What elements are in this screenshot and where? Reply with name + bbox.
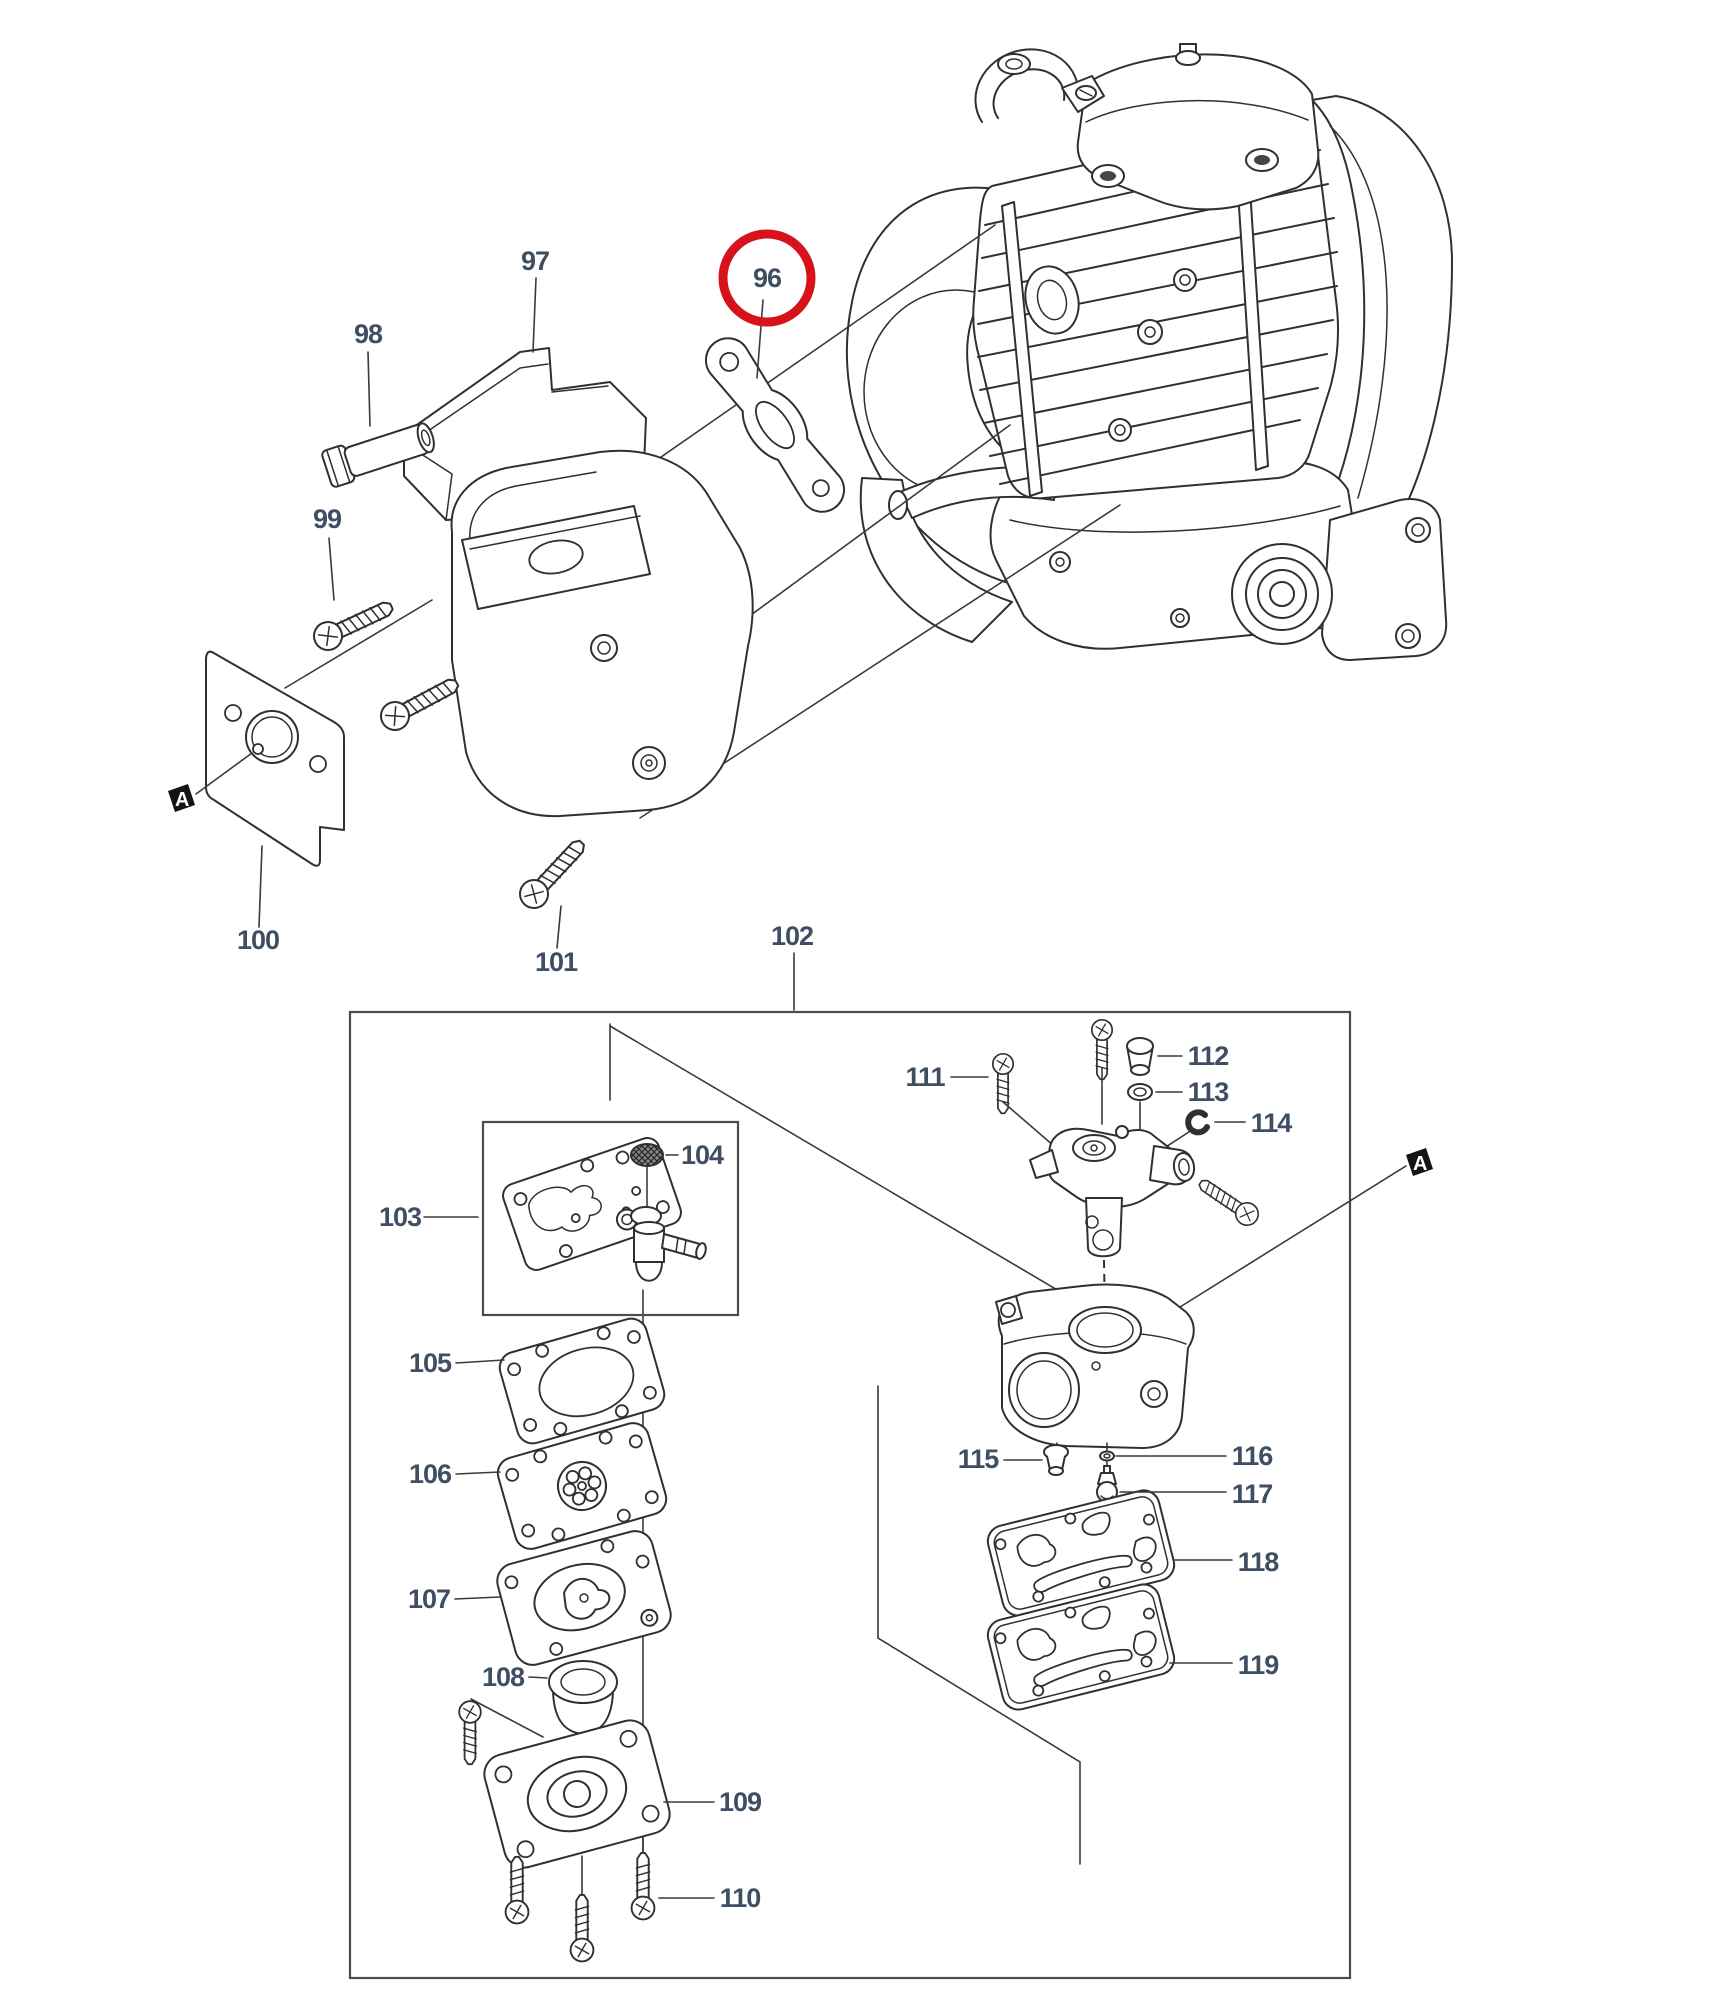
part-103-pump-body xyxy=(502,1137,707,1282)
screw-throttle-side xyxy=(1193,1172,1264,1231)
part-115-plug xyxy=(1043,1444,1069,1476)
detail-marker-a-left-label: A xyxy=(175,789,189,811)
throttle-shaft-assembly xyxy=(1029,1125,1196,1258)
part-112-cap xyxy=(1126,1037,1154,1076)
part-label-98: 98 xyxy=(354,319,383,349)
part-label-111: 111 xyxy=(905,1062,945,1092)
part-label-114: 114 xyxy=(1251,1108,1293,1138)
part-label-108: 108 xyxy=(482,1662,525,1692)
part-label-116: 116 xyxy=(1232,1441,1274,1471)
detail-marker-a-right-label: A xyxy=(1413,1153,1427,1175)
detail-marker-a-right: A xyxy=(1406,1148,1433,1176)
engine-assembly xyxy=(845,43,1453,661)
part-110-screw xyxy=(630,1851,656,1921)
part-label-118: 118 xyxy=(1238,1547,1280,1577)
part-label-105: 105 xyxy=(409,1348,452,1378)
part-109-cover-plate xyxy=(483,1719,671,1869)
part-label-106: 106 xyxy=(409,1459,452,1489)
highlight-circle-96 xyxy=(718,229,816,327)
carburetor-body xyxy=(995,1283,1195,1449)
pump-body-box xyxy=(481,1120,740,1317)
leader-96 xyxy=(756,299,764,379)
part-label-115: 115 xyxy=(958,1444,1000,1474)
part-label-103: 103 xyxy=(379,1202,422,1232)
part-label-107: 107 xyxy=(408,1584,450,1614)
part-111-screw xyxy=(991,1052,1015,1115)
part-label-117: 117 xyxy=(1232,1479,1273,1509)
assembly-leader-lines-bottom xyxy=(609,1023,1407,1865)
part-label-104: 104 xyxy=(681,1140,724,1170)
leader-100 xyxy=(258,845,263,928)
part-105-gasket xyxy=(498,1317,666,1445)
carburetor-group-box xyxy=(348,1010,1352,1980)
part-muffler-cover xyxy=(450,449,754,818)
leader-101 xyxy=(556,905,562,949)
part-104-screen xyxy=(630,1143,664,1167)
part-label-101: 101 xyxy=(535,947,578,977)
leader-99 xyxy=(328,537,335,601)
part-label-110: 110 xyxy=(720,1883,761,1913)
part-116-ring xyxy=(1099,1450,1115,1462)
part-label-100: 100 xyxy=(237,925,279,955)
part-98-bushing xyxy=(321,422,435,488)
part-114-e-ring xyxy=(1185,1109,1210,1136)
part-label-113: 113 xyxy=(1188,1077,1230,1107)
part-label-99: 99 xyxy=(313,504,342,534)
part-106-diaphragm xyxy=(496,1422,668,1550)
part-label-119: 119 xyxy=(1238,1650,1280,1680)
screw-109-b xyxy=(569,1893,595,1963)
bottom-labels: 103 104 105 106 107 108 109 110 111 112 … xyxy=(379,1041,1293,1913)
part-99-screw-a xyxy=(308,592,399,656)
part-label-96: 96 xyxy=(753,263,782,293)
part-100-gasket-plate xyxy=(205,650,345,867)
leader-97 xyxy=(532,277,537,353)
part-96-gasket xyxy=(705,337,845,513)
screw-109-upper xyxy=(458,1700,482,1766)
part-107-pump-plate xyxy=(496,1530,672,1666)
part-101-screw xyxy=(513,832,593,915)
part-label-112: 112 xyxy=(1188,1041,1229,1071)
detail-marker-a-left: A xyxy=(168,784,195,812)
part-99-screw-b xyxy=(375,669,465,736)
leader-a-left xyxy=(195,752,253,795)
part-113-nut xyxy=(1127,1083,1153,1101)
part-label-97: 97 xyxy=(521,246,549,276)
part-108-cup xyxy=(548,1660,618,1735)
top-labels: 97 98 99 100 101 96 xyxy=(237,229,816,977)
part-label-109: 109 xyxy=(719,1787,762,1817)
part-label-102: 102 xyxy=(771,921,813,951)
leader-98 xyxy=(367,351,371,427)
